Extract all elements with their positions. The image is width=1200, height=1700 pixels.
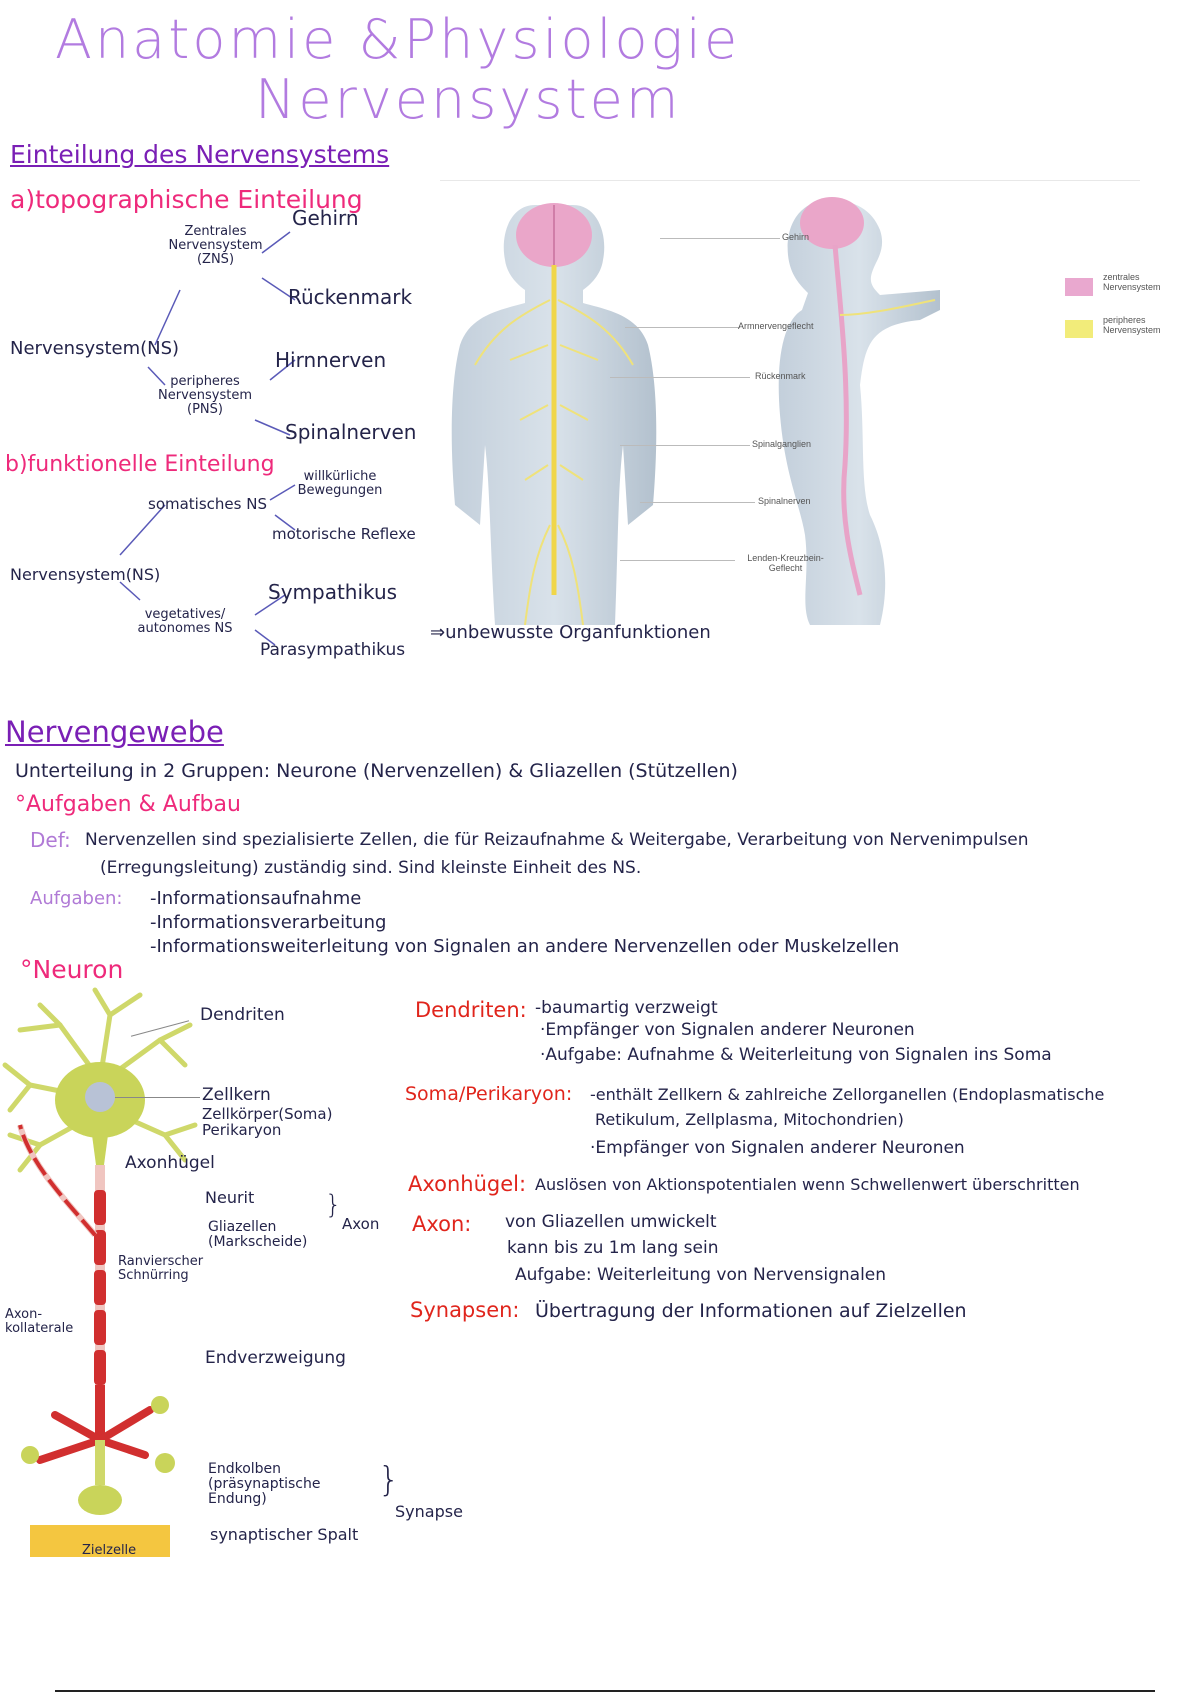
fig-label-spinalnerven: Spinalnerven bbox=[758, 496, 811, 506]
subheading-topographisch: a)topographische Einteilung bbox=[10, 185, 363, 214]
bottom-rule bbox=[55, 1690, 1155, 1692]
neuron-label-gliazellen: Gliazellen (Markscheide) bbox=[208, 1219, 308, 1250]
brace-axon: } bbox=[325, 1190, 342, 1220]
def-term-axonhuegel: Axonhügel: bbox=[408, 1172, 527, 1196]
label-nervensystem: Nervensystem(NS) bbox=[10, 338, 180, 359]
label-motorisch: motorische Reflexe bbox=[272, 525, 416, 543]
label-parasympathikus: Parasympathikus bbox=[260, 640, 406, 660]
neuron-label-neurit: Neurit bbox=[205, 1188, 255, 1207]
label-vegetativ: vegetatives/ autonomes NS bbox=[137, 607, 233, 636]
def-label: Def: bbox=[30, 828, 71, 852]
def-line-dendriten-1: -baumartig verzweigt bbox=[535, 998, 718, 1018]
legend-pns: peripheres Nervensystem bbox=[1103, 315, 1161, 335]
label-somatisch: somatisches NS bbox=[148, 495, 267, 513]
legend-swatch-zns bbox=[1065, 278, 1093, 296]
def-line-soma-1: -enthält Zellkern & zahlreiche Zellorgan… bbox=[590, 1085, 1105, 1104]
label-rueckenmark: Rückenmark bbox=[288, 285, 413, 309]
def-term-dendriten: Dendriten: bbox=[415, 998, 527, 1022]
leader-lenden bbox=[620, 560, 735, 561]
def-line-axon-3: Aufgabe: Weiterleitung von Nervensignale… bbox=[515, 1265, 887, 1285]
label-willkuerlich: willkürliche Bewegungen bbox=[297, 469, 383, 498]
neuron-label-axon: Axon bbox=[342, 1215, 380, 1233]
def-term-synapsen: Synapsen: bbox=[410, 1298, 520, 1322]
label-spinalnerven: Spinalnerven bbox=[285, 420, 417, 444]
neuron-label-ranvier: Ranvierscher Schnürring bbox=[118, 1254, 204, 1283]
leader-armnerven bbox=[625, 327, 740, 328]
page-title-line1: Anatomie &Physiologie bbox=[55, 8, 741, 71]
leader-spinalganglien bbox=[620, 445, 750, 446]
leader-zellkern bbox=[115, 1097, 200, 1098]
label-sympathikus: Sympathikus bbox=[268, 580, 398, 604]
aufgabe-1: -Informationsaufnahme bbox=[150, 888, 362, 909]
neuron-label-zellkoerper: Zellkörper(Soma) Perikaryon bbox=[202, 1105, 333, 1139]
brain-side bbox=[800, 197, 864, 249]
label-zns: Zentrales Nervensystem (ZNS) bbox=[168, 224, 263, 267]
def-line-synapsen-1: Übertragung der Informationen auf Zielze… bbox=[535, 1300, 967, 1322]
fig-label-armnerven: Armnervengeflecht bbox=[738, 321, 814, 331]
aufgabe-2: -Informationsverarbeitung bbox=[150, 912, 387, 933]
leader-gehirn bbox=[660, 238, 780, 239]
body-illustration bbox=[451, 197, 940, 625]
neuron-label-dendriten: Dendriten bbox=[200, 1005, 285, 1025]
neuron-label-axonhuegel: Axonhügel bbox=[125, 1153, 215, 1173]
leader-spinalnerven bbox=[640, 502, 755, 503]
subheading-aufgaben-aufbau: °Aufgaben & Aufbau bbox=[15, 792, 241, 817]
fig-label-lenden: Lenden-Kreuzbein-Geflecht bbox=[747, 553, 824, 573]
def-line-dendriten-3: ·Aufgabe: Aufnahme & Weiterleitung von S… bbox=[540, 1045, 1052, 1065]
subheading-neuron: °Neuron bbox=[20, 955, 124, 984]
neuron-label-zellkern: Zellkern bbox=[202, 1085, 271, 1105]
neuron-label-axonkollaterale: Axon-kollaterale bbox=[5, 1307, 74, 1336]
section-heading-einteilung: Einteilung des Nervensystems bbox=[10, 140, 390, 169]
def-line-soma-3: ·Empfänger von Signalen anderer Neuronen bbox=[590, 1138, 965, 1158]
brace-synapse: } bbox=[378, 1460, 400, 1500]
legend-zns: zentrales Nervensystem bbox=[1103, 272, 1161, 292]
label-unbewusst: ⇒unbewusste Organfunktionen bbox=[430, 622, 711, 643]
aufgaben-label: Aufgaben: bbox=[30, 888, 123, 909]
figure-top-divider bbox=[440, 180, 1140, 181]
def-term-soma: Soma/Perikaryon: bbox=[405, 1083, 573, 1105]
fig-label-gehirn: Gehirn bbox=[782, 232, 810, 242]
label-pns: peripheres Nervensystem (PNS) bbox=[158, 374, 252, 417]
neuron-label-endkolben: Endkolben (präsynaptische Endung) bbox=[208, 1461, 321, 1507]
def-line-axon-2: kann bis zu 1m lang sein bbox=[507, 1238, 719, 1258]
def-term-axon: Axon: bbox=[412, 1212, 472, 1236]
label-hirnnerven: Hirnnerven bbox=[275, 348, 387, 372]
nervengewebe-intro: Unterteilung in 2 Gruppen: Neurone (Nerv… bbox=[15, 760, 738, 782]
label-gehirn: Gehirn bbox=[292, 206, 359, 230]
tree-connectors bbox=[119, 231, 296, 646]
legend-swatch-pns bbox=[1065, 320, 1093, 338]
leader-rueckenmark bbox=[610, 377, 750, 378]
def-line-axon-1: von Gliazellen umwickelt bbox=[505, 1212, 717, 1232]
subheading-funktionell: b)funktionelle Einteilung bbox=[5, 452, 275, 477]
label-nervensystem-2: Nervensystem(NS) bbox=[10, 565, 161, 584]
neuron-label-endverzweigung: Endverzweigung bbox=[205, 1348, 346, 1368]
neuron-illustration bbox=[2, 987, 198, 1557]
page-title-line2: Nervensystem bbox=[255, 68, 682, 131]
neuron-label-zielzelle: Zielzelle bbox=[82, 1543, 137, 1558]
neuron-label-synapse: Synapse bbox=[395, 1502, 463, 1521]
aufgabe-3: -Informationsweiterleitung von Signalen … bbox=[150, 936, 900, 957]
def-text-1: Nervenzellen sind spezialisierte Zellen,… bbox=[85, 830, 1029, 850]
fig-label-rueckenmark: Rückenmark bbox=[755, 371, 806, 381]
def-text-2: (Erregungsleitung) zuständig sind. Sind … bbox=[100, 858, 642, 878]
def-line-dendriten-2: ·Empfänger von Signalen anderer Neuronen bbox=[540, 1020, 915, 1040]
def-line-axonhuegel-1: Auslösen von Aktionspotentialen wenn Sch… bbox=[535, 1175, 1080, 1194]
neuron-label-spalt: synaptischer Spalt bbox=[210, 1525, 359, 1544]
def-line-soma-2: Retikulum, Zellplasma, Mitochondrien) bbox=[595, 1110, 904, 1129]
fig-label-spinalganglien: Spinalganglien bbox=[752, 439, 812, 449]
section-heading-nervengewebe: Nervengewebe bbox=[5, 715, 224, 749]
